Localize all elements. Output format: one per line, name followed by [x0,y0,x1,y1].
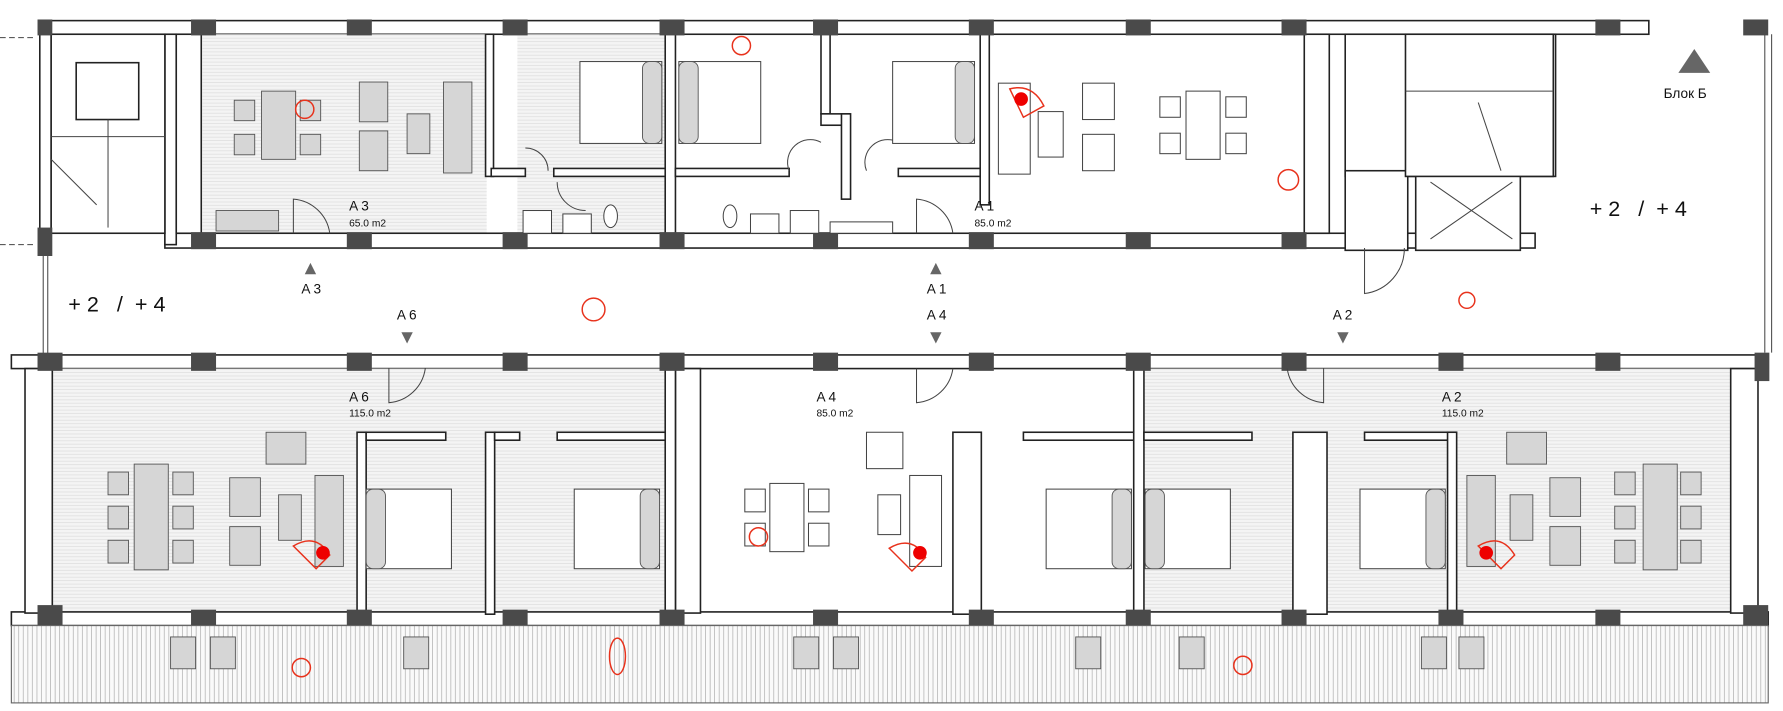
entrance-label: A 6 [397,308,417,323]
block-label: Блок Б [1664,86,1707,101]
terrace [10,624,1769,704]
entrance-arrow-down-icon [930,332,942,344]
upper-wing [37,19,1769,295]
entrance-markers: A 3 A 1 A 6 A 4 A 2 [301,262,1353,344]
furniture-a3 [215,81,473,232]
entrance-label: A 2 [1333,308,1353,323]
apartment-area: 115.0 m2 [1442,408,1484,419]
lower-wing [10,352,1770,704]
apartment-a1-label: A 1 85.0 m2 [975,199,1012,230]
level-label-right: + 2 / + 4 [1590,196,1687,221]
furniture-a4 [744,431,943,567]
entrance-label: A 4 [927,308,947,323]
apartment-a3-label: A 3 65.0 m2 [349,199,386,230]
apartment-id: A 1 [975,199,995,214]
apartment-area: 115.0 m2 [349,408,391,419]
furniture-a6 [107,431,344,571]
level-label-left: + 2 / + 4 [68,292,165,317]
furniture-a2 [1466,431,1702,571]
axis-guides [0,34,1773,355]
apartment-id: A 4 [816,390,836,405]
stairs-right [1404,33,1555,178]
apartment-id: A 2 [1442,390,1462,405]
apartment-area: 85.0 m2 [975,218,1012,229]
apartment-area: 85.0 m2 [816,408,853,419]
apartment-area: 65.0 m2 [349,218,386,229]
block-north-arrow-icon [1678,49,1711,73]
beds-top [579,61,976,144]
entrance-label: A 3 [301,282,321,297]
stairs-left [50,33,166,235]
entrance-label: A 1 [927,282,947,297]
entrance-arrow-down-icon [1337,332,1349,344]
apartment-id: A 3 [349,199,369,214]
columns-top [37,19,1769,257]
apartment-id: A 6 [349,390,369,405]
bathrooms-top [522,204,820,234]
apartment-a6-label: A 6 115.0 m2 [349,390,391,420]
entrance-arrow-up-icon [304,262,317,275]
apartment-a4-label: A 4 85.0 m2 [816,390,853,420]
person-figures [291,35,1516,678]
entrance-arrow-up-icon [930,262,942,275]
beds-bottom [365,488,1446,570]
apartment-a2-label: A 2 115.0 m2 [1442,390,1484,420]
furniture-a1 [829,82,1247,234]
entrance-arrow-down-icon [401,332,413,344]
columns-bottom [37,352,1770,628]
